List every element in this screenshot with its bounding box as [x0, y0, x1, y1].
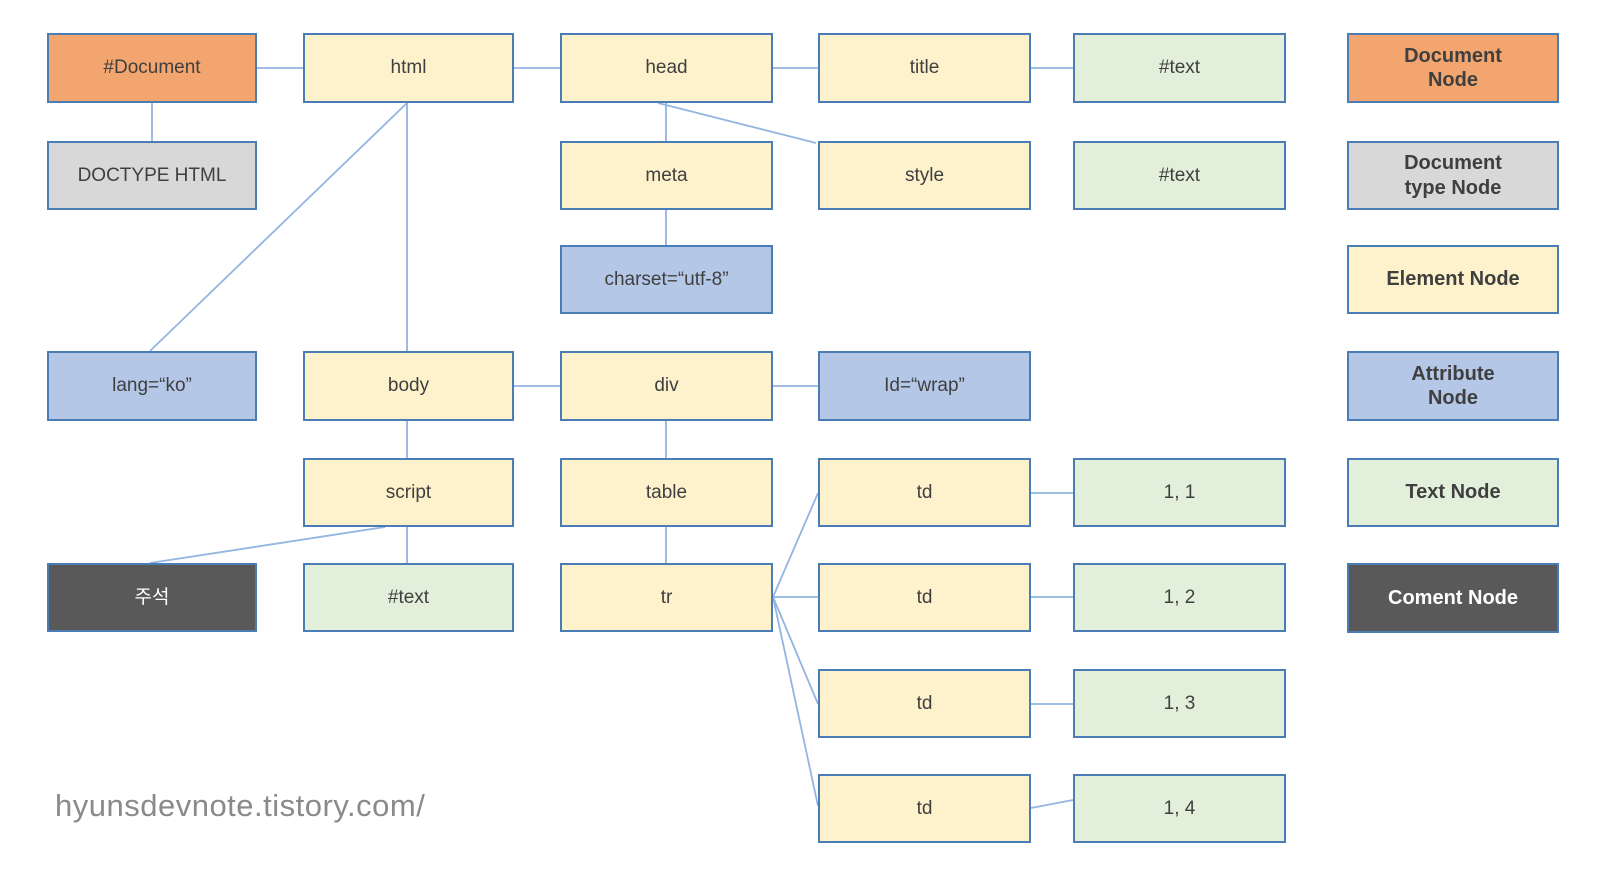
legend-doctype-node: Document type Node [1347, 141, 1559, 210]
node-style: style [818, 141, 1031, 210]
legend-element-node: Element Node [1347, 245, 1559, 314]
node-td4: td [818, 774, 1031, 843]
node-document: #Document [47, 33, 257, 103]
node-td2-text: 1, 2 [1073, 563, 1286, 632]
watermark-url: hyunsdevnote.tistory.com/ [55, 788, 426, 823]
node-td2: td [818, 563, 1031, 632]
node-td4-text: 1, 4 [1073, 774, 1286, 843]
node-body: body [303, 351, 514, 421]
connector-line [772, 492, 819, 598]
node-comment: 주석 [47, 563, 257, 632]
node-script: script [303, 458, 514, 527]
node-lang-attr: lang=“ko” [47, 351, 257, 421]
node-title-text: #text [1073, 33, 1286, 103]
node-head: head [560, 33, 773, 103]
node-html: html [303, 33, 514, 103]
connector-line [772, 596, 819, 807]
node-td1-text: 1, 1 [1073, 458, 1286, 527]
legend-document-node: Document Node [1347, 33, 1559, 103]
node-style-text: #text [1073, 141, 1286, 210]
node-td1: td [818, 458, 1031, 527]
node-tr: tr [560, 563, 773, 632]
node-doctype: DOCTYPE HTML [47, 141, 257, 210]
node-script-text: #text [303, 563, 514, 632]
node-charset-attr: charset=“utf-8” [560, 245, 773, 314]
node-div: div [560, 351, 773, 421]
node-table: table [560, 458, 773, 527]
legend-attribute-node: Attribute Node [1347, 351, 1559, 421]
legend-comment-node: Coment Node [1347, 563, 1559, 633]
node-meta: meta [560, 141, 773, 210]
connector-line [772, 596, 819, 705]
node-id-attr: Id=“wrap” [818, 351, 1031, 421]
legend-text-node: Text Node [1347, 458, 1559, 527]
connector-line [1030, 799, 1074, 809]
node-td3: td [818, 669, 1031, 738]
node-title: title [818, 33, 1031, 103]
connector-line [149, 526, 386, 564]
node-td3-text: 1, 3 [1073, 669, 1286, 738]
connector-line [657, 102, 817, 144]
